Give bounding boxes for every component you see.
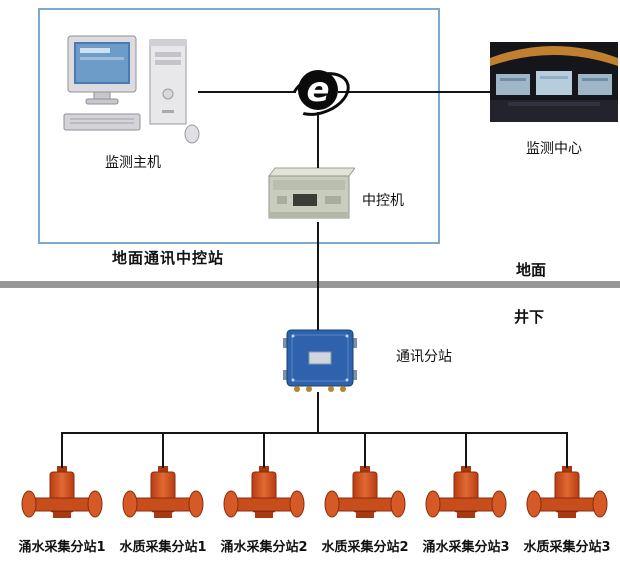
monitor-center-node: 监测中心: [490, 42, 618, 158]
underground-label: 井下: [514, 308, 545, 326]
monitor-host-node: 监测主机: [62, 30, 204, 172]
internet-e-glyph: e: [306, 70, 330, 110]
bus-drop-4: [364, 432, 366, 468]
control-machine-node: [263, 166, 356, 226]
bus-drop-5: [465, 432, 467, 468]
device-label-1: 涌水采集分站1: [18, 540, 106, 555]
device-label-2: 水质采集分站1: [119, 540, 207, 555]
monitor-host-label: 监测主机: [105, 155, 161, 171]
ground-station-box-label: 地面通讯中控站: [112, 249, 225, 267]
link-host-to-network: [198, 91, 296, 93]
internet-e-icon: e: [283, 62, 357, 125]
device-node-5: 涌水采集分站3: [414, 466, 518, 555]
device-label-5: 涌水采集分站3: [422, 540, 510, 555]
monitor-center-label: 监测中心: [526, 141, 582, 157]
device-node-6: 水质采集分站3: [515, 466, 619, 555]
device-node-3: 涌水采集分站2: [212, 466, 316, 555]
control-machine-label: 中控机: [362, 193, 404, 209]
control-room-image: [490, 42, 618, 122]
device-label-6: 水质采集分站3: [523, 540, 611, 555]
desktop-computer-icon: [63, 35, 200, 144]
flow-sensor-icon: [324, 466, 406, 518]
link-control-to-substation: [317, 222, 319, 330]
link-substation-to-bus: [317, 392, 319, 433]
device-node-2: 水质采集分站1: [111, 466, 215, 555]
flow-sensor-icon: [425, 466, 507, 518]
bus-drop-2: [162, 432, 164, 468]
flow-sensor-icon: [526, 466, 608, 518]
surface-underground-divider: [0, 281, 620, 288]
device-node-1: 涌水采集分站1: [10, 466, 114, 555]
substation-box-icon: [283, 329, 357, 392]
device-label-3: 涌水采集分站2: [220, 540, 308, 555]
rack-server-icon: [268, 167, 356, 219]
link-network-to-control: [317, 112, 319, 168]
bus-drop-3: [263, 432, 265, 468]
internet-disc: [298, 70, 338, 110]
flow-sensor-icon: [223, 466, 305, 518]
ground-station-box: [38, 8, 440, 244]
device-label-4: 水质采集分站2: [321, 540, 409, 555]
surface-label: 地面: [516, 261, 547, 279]
flow-sensor-icon: [122, 466, 204, 518]
bus-line: [61, 432, 568, 434]
comm-substation-node: [283, 328, 357, 396]
device-node-4: 水质采集分站2: [313, 466, 417, 555]
link-network-to-center: [338, 91, 492, 93]
bus-drop-6: [566, 432, 568, 468]
bus-drop-1: [61, 432, 63, 468]
flow-sensor-icon: [21, 466, 103, 518]
comm-substation-label: 通讯分站: [396, 349, 452, 365]
